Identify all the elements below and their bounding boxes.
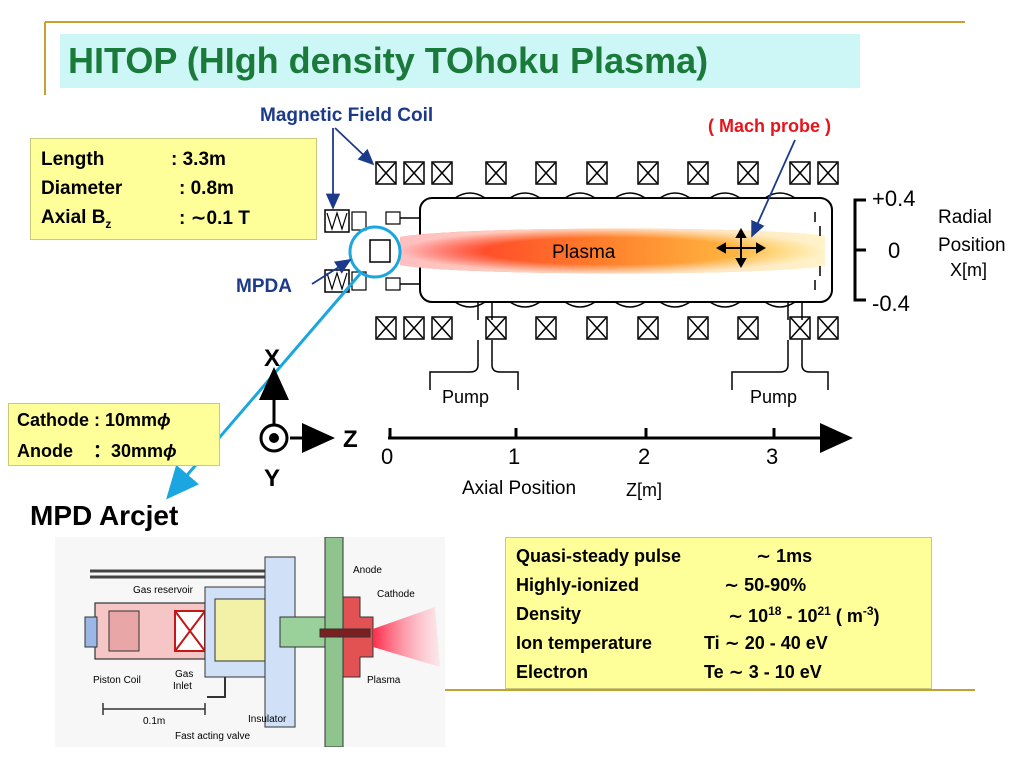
- param-ion-temperature-value: Ti ∼ 20 - 40 eV: [704, 633, 828, 653]
- param-ionized-value: ∼ 50-90%: [724, 575, 807, 595]
- spec-diameter-key: Diameter: [41, 178, 123, 199]
- param-ion-temperature-key: Ion temperature: [516, 633, 653, 653]
- spec-length-key: Length: [41, 149, 105, 170]
- fast-acting-valve-label: Fast acting valve: [175, 731, 250, 742]
- param-ionized-key: Highly-ionized: [516, 575, 639, 595]
- mach-probe-cross-icon: [715, 227, 767, 269]
- radial-label: Radial: [938, 207, 992, 228]
- arcjet-plasma-label: Plasma: [367, 675, 401, 686]
- mpd-arcjet-title: MPD Arcjet: [30, 500, 179, 531]
- plasma-glow: [400, 228, 825, 274]
- spec-length-value: : 3.3m: [171, 149, 226, 170]
- axial-tick-1: 1: [508, 444, 520, 469]
- radial-tick-mid: 0: [888, 238, 900, 263]
- axial-tick-0: 0: [381, 444, 393, 469]
- end-plate: [814, 212, 821, 290]
- pump-left-label: Pump: [442, 387, 489, 407]
- axis-y-label: Y: [264, 465, 280, 492]
- title-background: [60, 34, 860, 88]
- cathode-label: Cathode: [377, 589, 415, 600]
- mpda-specs-box: Cathode : 10mmϕ Anode ：30mmϕ: [8, 403, 220, 466]
- pump-right-label: Pump: [750, 387, 797, 407]
- plasma-parameters-box: Quasi-steady pulse ∼ 1ms Highly-ionized …: [505, 537, 932, 689]
- bottom-coil-row: [375, 316, 839, 340]
- radial-tick-bottom: -0.4: [872, 291, 910, 316]
- anode-spec: Anode ：30mmϕ: [17, 441, 177, 461]
- z-unit-label: Z[m]: [626, 480, 662, 500]
- anode-label: Anode: [353, 565, 382, 576]
- chamber-ports: [452, 192, 798, 308]
- position-label: Position: [938, 235, 1006, 256]
- param-electron-value: Te ∼ 3 - 10 eV: [704, 662, 822, 682]
- gas-reservoir-label: Gas reservoir: [133, 585, 194, 596]
- page-title: HITOP (HIgh density TOhoku Plasma): [68, 40, 709, 81]
- magnetic-field-coil-label: Magnetic Field Coil: [260, 105, 433, 126]
- mpd-arcjet-cross-section: Gas reservoir Anode Cathode Piston Coil …: [55, 537, 445, 747]
- scale-label: 0.1m: [143, 716, 165, 727]
- spec-axial-b-value: : ∼0.1 T: [179, 208, 250, 229]
- param-electron-key: Electron: [516, 662, 589, 682]
- cathode-rod: [319, 628, 371, 638]
- axis-x-label: X: [264, 345, 280, 372]
- spec-diameter-value: : 0.8m: [179, 178, 234, 199]
- gas-inlet-label-1: Gas: [175, 669, 193, 680]
- axial-tick-3: 3: [766, 444, 778, 469]
- insulator-label: Insulator: [248, 714, 287, 725]
- param-density-value: ∼ 1018 - 1021 ( m-3): [728, 604, 880, 626]
- param-quasi-steady-key: Quasi-steady pulse: [516, 546, 682, 566]
- mpda-arrow: [311, 259, 352, 285]
- cathode-spec: Cathode : 10mmϕ: [17, 410, 171, 430]
- axial-tick-2: 2: [638, 444, 650, 469]
- coil-arrow-1: [334, 127, 375, 166]
- param-quasi-steady-value: ∼ 1ms: [756, 546, 813, 566]
- piston-coil-label: Piston Coil: [93, 675, 141, 686]
- mach-probe-pointer: [751, 139, 796, 238]
- param-density-key: Density: [516, 604, 582, 624]
- device-specs-box: Length : 3.3m Diameter : 0.8m Axial Bz :…: [30, 138, 317, 240]
- radial-tick-top: +0.4: [872, 186, 915, 211]
- mach-probe-label: ( Mach probe ): [708, 116, 831, 136]
- top-coil-row: [375, 161, 839, 185]
- axis-z-label: Z: [343, 426, 358, 453]
- axial-ticks: [388, 428, 776, 438]
- radial-bracket: [853, 198, 866, 302]
- spec-axial-b-key: Axial Bz: [41, 207, 112, 231]
- pump-ducts: [429, 302, 829, 390]
- mpda-highlight-circle: [348, 225, 402, 279]
- arcjet-plasma-plume: [373, 607, 440, 667]
- axial-position-label: Axial Position: [462, 478, 576, 499]
- y-axis-dot: [269, 433, 279, 443]
- plasma-label: Plasma: [552, 242, 616, 263]
- gas-inlet-label-2: Inlet: [173, 681, 192, 692]
- mpda-label: MPDA: [236, 276, 292, 297]
- anode-flange: [324, 537, 344, 747]
- x-unit-label: X[m]: [950, 260, 987, 280]
